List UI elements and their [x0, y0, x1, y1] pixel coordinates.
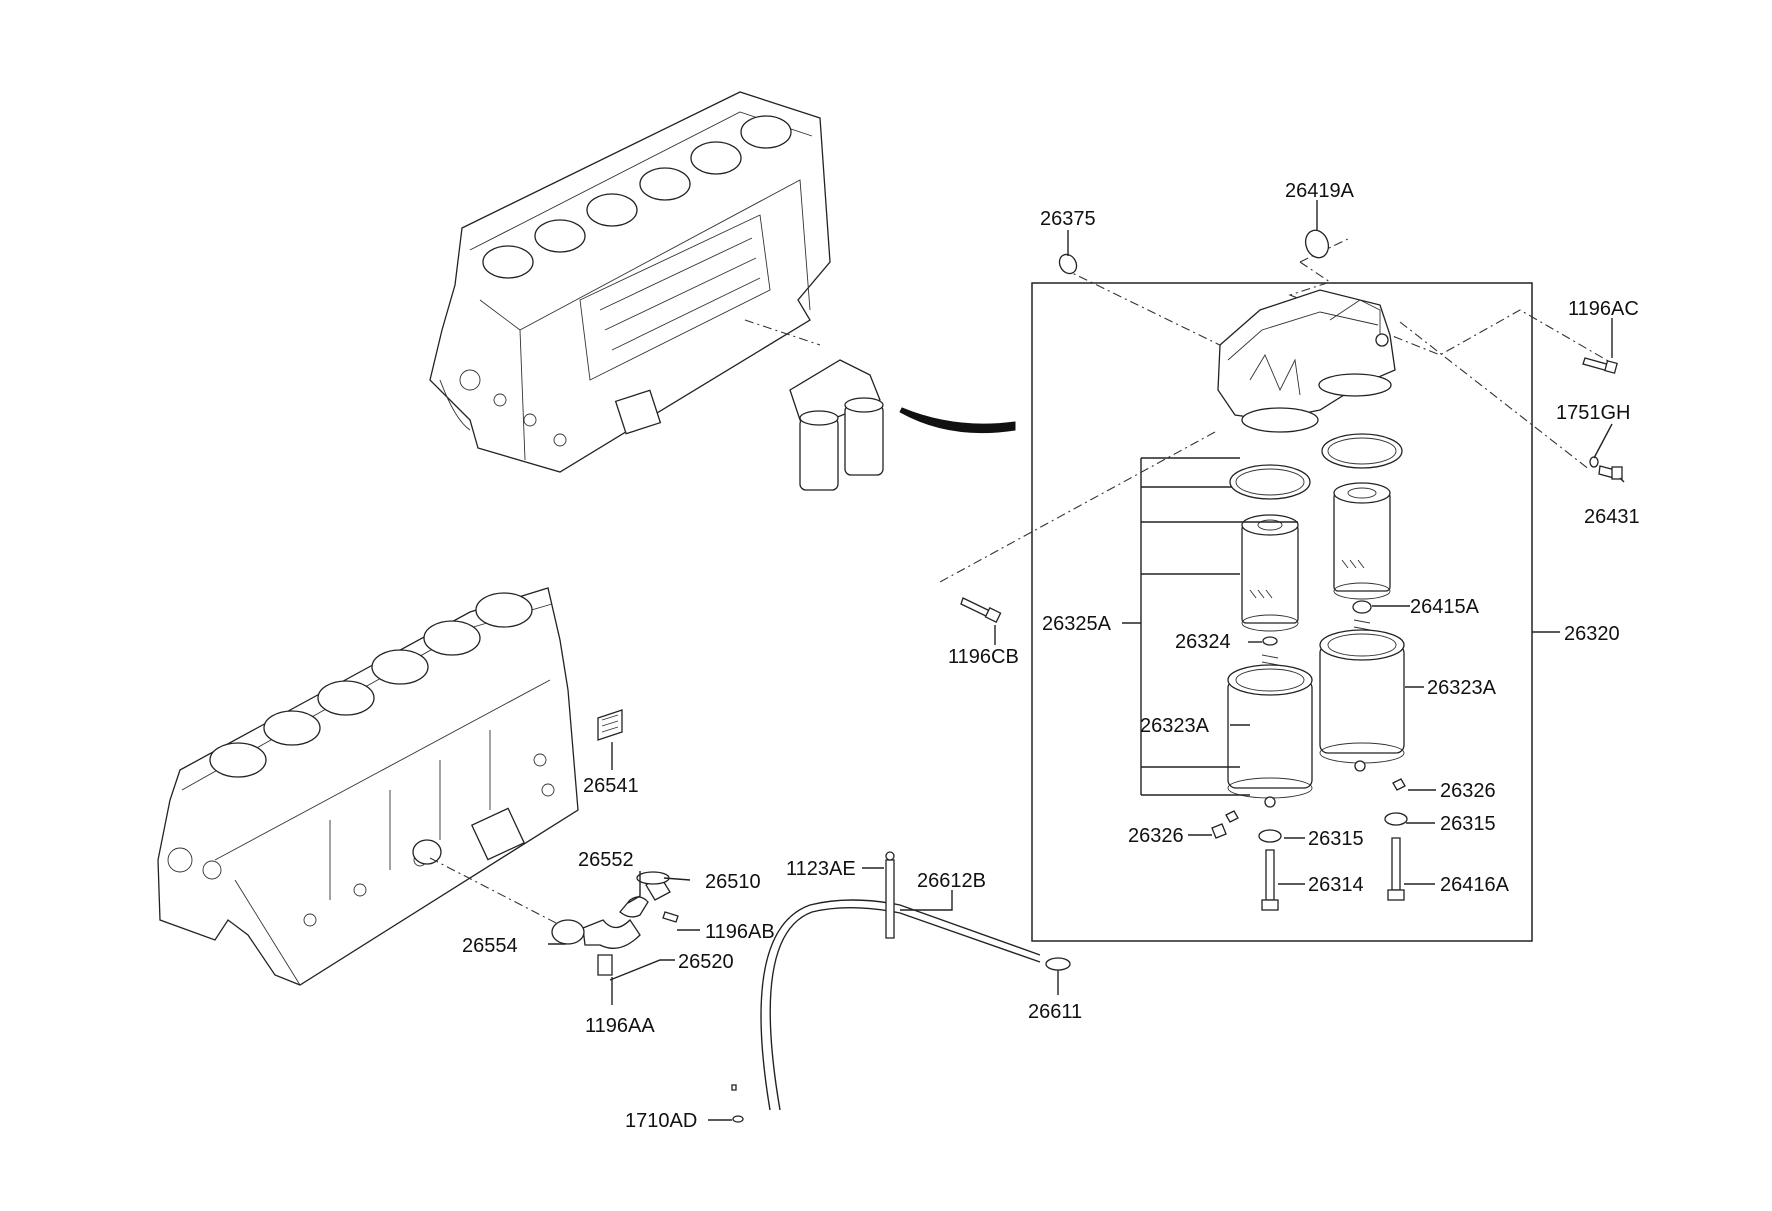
label-26541: 26541 — [583, 775, 639, 797]
label-26323a-left: 26323A — [1140, 715, 1210, 737]
filter-element-right — [1333, 482, 1391, 600]
label-26510: 26510 — [705, 871, 761, 893]
detail-pointer-arrow — [899, 407, 1016, 434]
filter-element-left — [1241, 514, 1299, 632]
label-26554: 26554 — [462, 935, 518, 957]
label-1196aa: 1196AA — [585, 1015, 655, 1037]
upper-engine-block — [429, 91, 884, 491]
label-26611: 26611 — [1028, 1001, 1082, 1023]
o-ring-26419A — [1304, 229, 1330, 259]
lower-engine-block — [157, 587, 623, 986]
label-26315-right: 26315 — [1440, 813, 1496, 835]
label-26431: 26431 — [1584, 506, 1640, 528]
label-26320: 26320 — [1564, 623, 1620, 645]
o-ring-26375 — [1058, 253, 1078, 275]
label-26314: 26314 — [1308, 874, 1364, 896]
label-1196ab: 1196AB — [705, 921, 775, 943]
gasket-right — [1321, 433, 1403, 469]
label-1123ae: 1123AE — [786, 858, 856, 880]
label-26326-left: 26326 — [1128, 825, 1184, 847]
label-26520: 26520 — [678, 951, 734, 973]
filter-can-right — [1319, 629, 1405, 764]
label-26552: 26552 — [578, 849, 634, 871]
label-26416a: 26416A — [1440, 874, 1510, 896]
filter-head — [1217, 289, 1396, 433]
label-26315-left: 26315 — [1308, 828, 1364, 850]
label-1196cb: 1196CB — [948, 646, 1019, 668]
label-26612b: 26612B — [917, 870, 986, 892]
filter-detail-frame — [1031, 282, 1533, 942]
filter-can-left — [1227, 664, 1313, 799]
label-1710ad: 1710AD — [625, 1110, 697, 1132]
label-1751gh: 1751GH — [1556, 402, 1631, 424]
label-26326-right: 26326 — [1440, 780, 1496, 802]
label-26325a: 26325A — [1042, 613, 1112, 635]
label-26323a-right: 26323A — [1427, 677, 1497, 699]
label-26324: 26324 — [1175, 631, 1231, 653]
label-26419a: 26419A — [1285, 180, 1355, 202]
dipstick-assembly — [551, 851, 1071, 1123]
o-ring-1751GH — [1589, 456, 1599, 468]
gasket-left — [1229, 464, 1311, 500]
label-26375: 26375 — [1040, 208, 1096, 230]
label-26415a: 26415A — [1410, 596, 1480, 618]
label-1196ac: 1196AC — [1568, 298, 1639, 320]
